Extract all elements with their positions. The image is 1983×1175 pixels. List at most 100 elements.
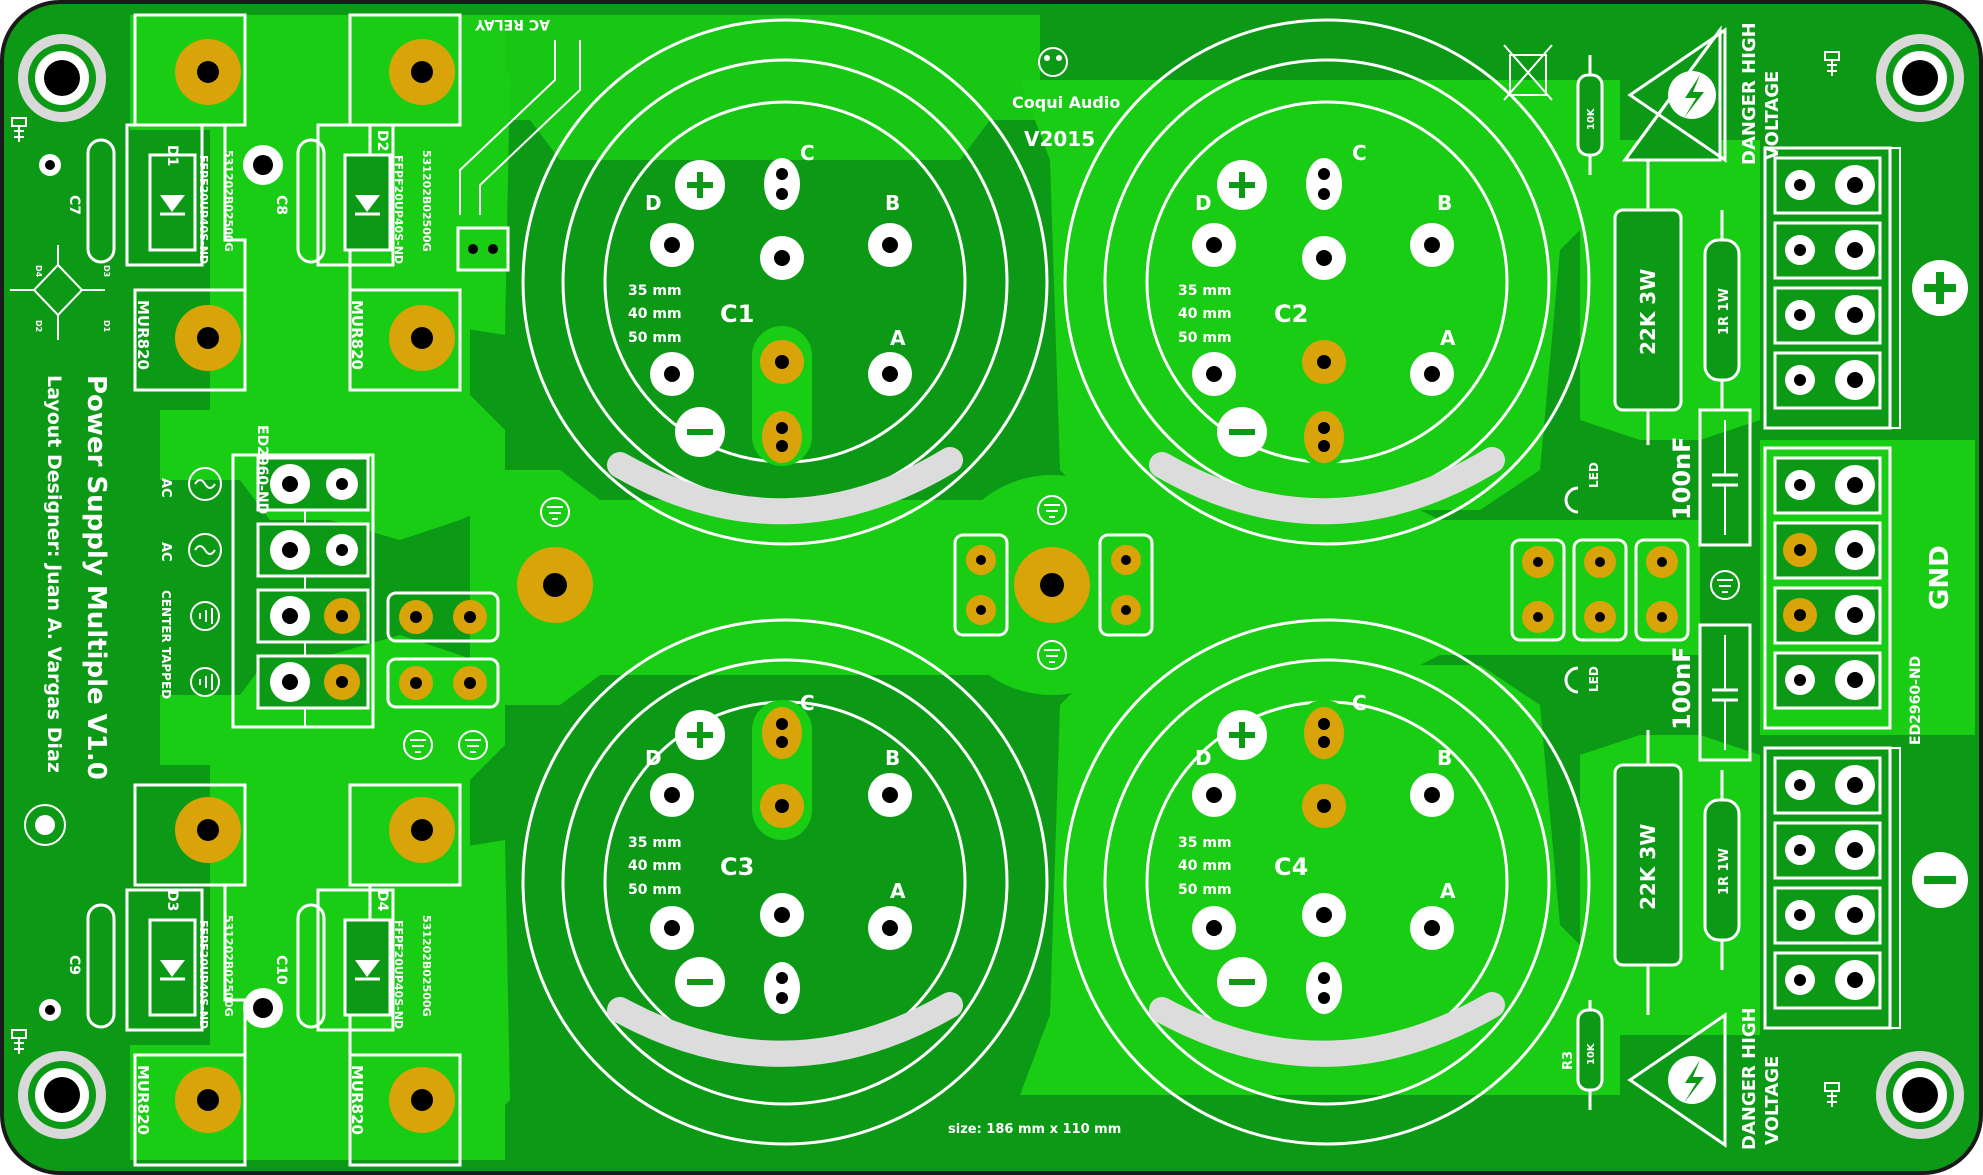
ground-icon	[190, 601, 220, 631]
terminal-part: ED2960-ND	[1908, 656, 1924, 745]
diode-part: FFPF20UP40S-ND	[197, 920, 210, 1029]
svg-text:D2: D2	[34, 320, 43, 332]
resistor-value: 22K 3W	[1636, 269, 1660, 355]
svg-text:35 mm: 35 mm	[628, 835, 682, 851]
terminal-label: AC	[158, 478, 173, 498]
cap-value: 100nF	[1668, 436, 1696, 520]
cap-pin-b: B	[885, 191, 900, 215]
cap-value: 100nF	[1668, 646, 1696, 730]
cap-label: C3	[720, 853, 754, 881]
lightning-icon	[1668, 71, 1716, 119]
danger-line1: DANGER HIGH	[1739, 22, 1760, 165]
resistors-bleed: 10K 10K R3	[1561, 55, 1604, 1110]
film-caps: 100nF 100nF	[1668, 408, 1752, 762]
coqui-logo-icon	[24, 804, 66, 846]
resistor-value: 1R 1W	[1717, 288, 1732, 335]
svg-text:50 mm: 50 mm	[1178, 882, 1232, 898]
left-ground-pad	[517, 497, 593, 623]
mounting-holes	[18, 34, 1964, 1139]
diode-heatsink: 531202B02500G	[420, 915, 433, 1017]
gnd-label: GND	[1925, 545, 1955, 610]
diode-part: FFPF20UP40S-ND	[197, 155, 210, 264]
mount-hole-br	[1876, 1051, 1964, 1139]
input-terminal: ED2960-ND AC AC CENTER TAPPED	[158, 425, 375, 729]
ground-icon	[458, 730, 488, 760]
danger-line2: VOLTAGE	[1762, 1056, 1783, 1145]
diode-cap: C7	[66, 195, 82, 215]
diode-ref: D2	[374, 130, 390, 151]
resistors-big: 22K 3W 22K 3W	[1613, 160, 1683, 1015]
capacitor-c4: C4 C D B A 35 mm 40 mm 50 mm	[1063, 618, 1591, 1146]
cap-label: C4	[1274, 853, 1308, 881]
ground-icon	[403, 730, 433, 760]
output-terminal-plus	[1763, 146, 1968, 430]
svg-text:35 mm: 35 mm	[1178, 283, 1232, 299]
diode-texts: D1 FFPF20UP40S-ND C7 531202B02500G MUR82…	[66, 130, 433, 1135]
output-terminal-minus	[1763, 746, 1968, 1030]
led-pads: LED LED	[1510, 462, 1690, 694]
small-caps	[86, 138, 326, 1029]
terminal-part: ED2960-ND	[254, 425, 270, 514]
cap-pin-c: C	[1352, 691, 1367, 715]
diode-cap: C9	[66, 955, 82, 975]
cap-label: C1	[720, 300, 754, 328]
cap-pin-c: C	[1352, 141, 1367, 165]
diode-cap: C8	[273, 195, 289, 215]
ground-icon	[1037, 640, 1067, 670]
cap-label: C2	[1274, 300, 1308, 328]
svg-text:D4: D4	[34, 265, 43, 278]
ground-icon	[190, 667, 220, 697]
mount-hole-tr	[1876, 34, 1964, 122]
danger-line2: VOLTAGE	[1762, 71, 1783, 160]
cap-pin-a: A	[1440, 326, 1456, 350]
minus-icon	[1912, 852, 1968, 908]
svg-text:50 mm: 50 mm	[628, 330, 682, 346]
bridge-labels: D4 D3 D2 D1	[34, 265, 111, 333]
svg-text:10K: 10K	[1586, 107, 1597, 130]
svg-text:40 mm: 40 mm	[628, 306, 682, 322]
diode-part: FFPF20UP40S-ND	[392, 155, 405, 264]
led-label: LED	[1587, 462, 1601, 488]
ac-relay-label: AC RELAY	[474, 16, 550, 32]
cap-pin-c: C	[800, 691, 815, 715]
weee-bin-icon	[1503, 44, 1553, 101]
danger-line1: DANGER HIGH	[1739, 1007, 1760, 1150]
diode-block-top	[125, 13, 462, 392]
cap-pin-a: A	[1440, 879, 1456, 903]
plus-icon	[1912, 260, 1968, 316]
danger-warning-bottom: DANGER HIGH VOLTAGE	[1627, 1007, 1783, 1150]
diode-cap: C10	[273, 955, 289, 985]
diode-rect: MUR820	[348, 300, 366, 370]
capacitor-c3: C3 C D B A 35 mm 40 mm 50 mm	[521, 618, 1049, 1146]
svg-text:40 mm: 40 mm	[1178, 858, 1232, 874]
cap-pin-d: D	[645, 746, 662, 770]
cap-pin-d: D	[645, 191, 662, 215]
diode-icon	[148, 153, 197, 252]
resistors-small: 1R 1W 1R 1W	[1703, 210, 1741, 970]
lightning-icon	[1668, 1056, 1716, 1104]
capacitor-c2: C2 C D B A 35 mm 40 mm 50 mm	[1063, 18, 1591, 546]
svg-text:35 mm: 35 mm	[628, 283, 682, 299]
svg-text:D3: D3	[102, 265, 111, 277]
ac-relay: AC RELAY	[456, 16, 581, 272]
bridge-rectifier-icon	[10, 245, 105, 340]
diode-part: FFPF20UP40S-ND	[392, 920, 405, 1029]
diode-ref: D3	[164, 890, 180, 911]
output-terminal-gnd: GND ED2960-ND	[1763, 446, 1955, 745]
diode-heatsink: 531202B02500G	[222, 150, 235, 252]
cap-pin-d: D	[1195, 191, 1212, 215]
layout-designer: Layout Designer: Juan A. Vargas Diaz	[43, 375, 65, 773]
cap-pin-b: B	[885, 746, 900, 770]
ground-icon	[1710, 570, 1740, 600]
led-label: LED	[1587, 666, 1601, 692]
cap-pin-a: A	[890, 879, 906, 903]
diode-ref: D1	[164, 145, 180, 166]
board-version: V2015	[1024, 127, 1095, 151]
diode-icon	[343, 918, 392, 1017]
screw-icon	[1824, 51, 1840, 76]
mount-hole-bl	[18, 1051, 106, 1139]
diode-icon	[343, 153, 392, 252]
coqui-frog-icon	[1038, 47, 1068, 77]
svg-text:D1: D1	[102, 320, 111, 333]
